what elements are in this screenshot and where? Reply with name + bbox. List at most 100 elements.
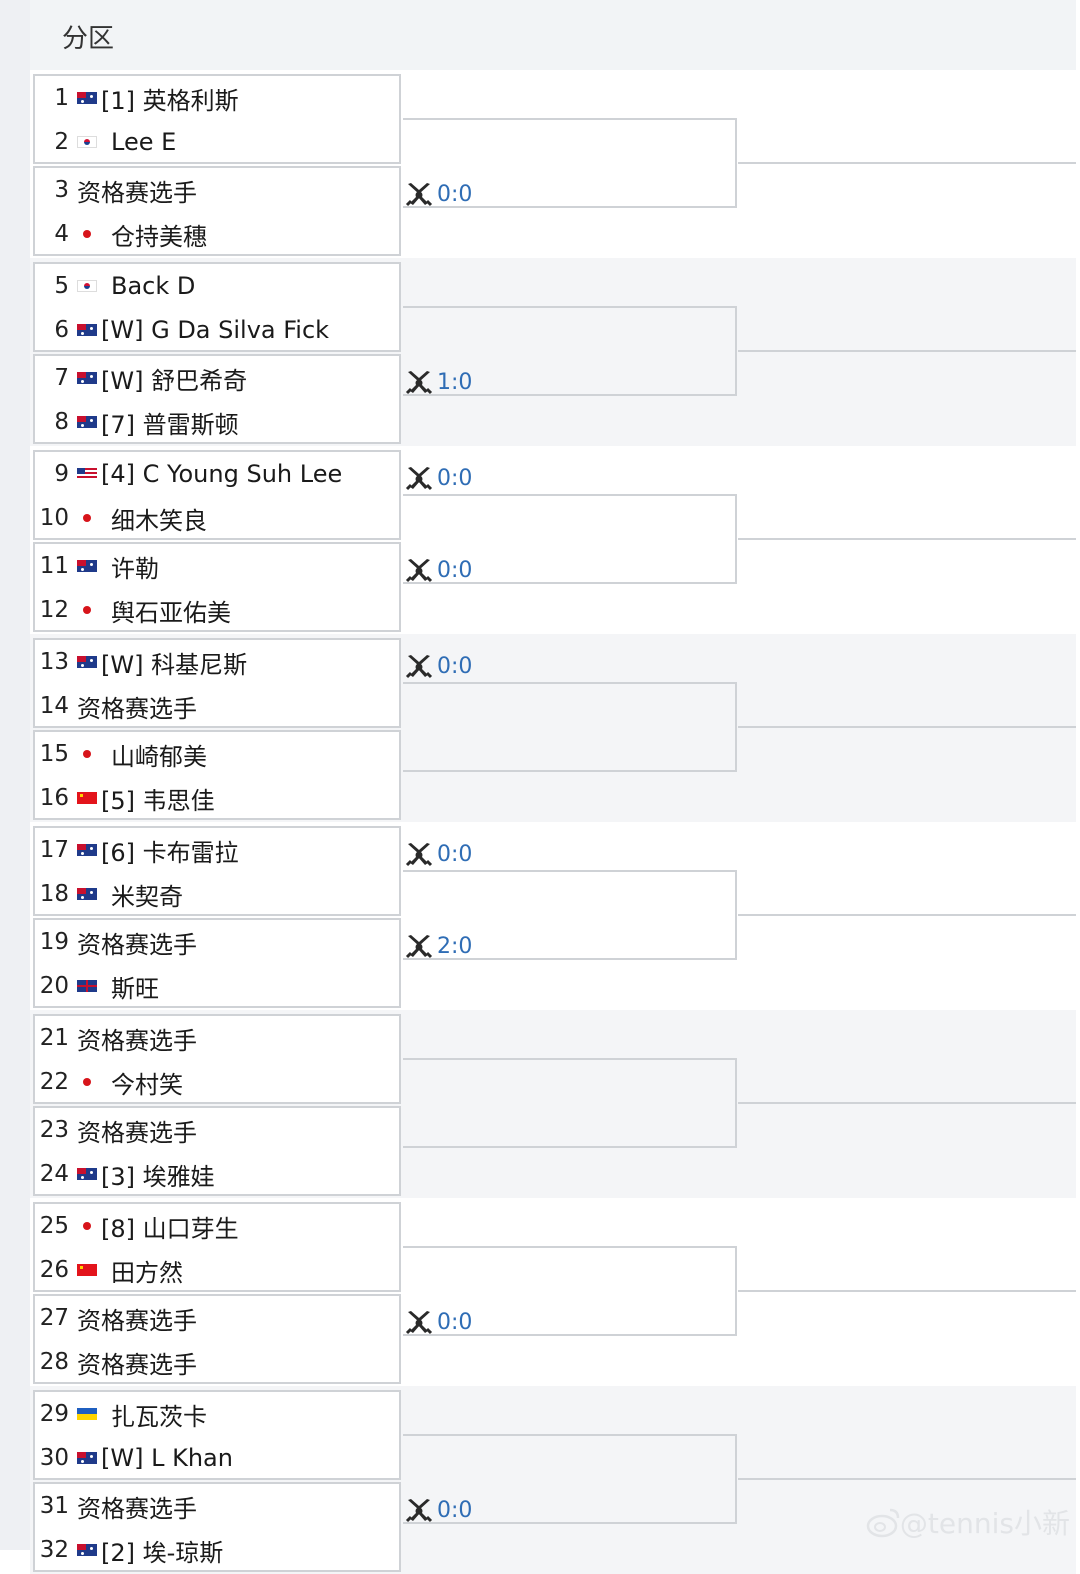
next-round-line (738, 162, 1076, 164)
swords-icon (405, 935, 433, 959)
player-name: 田方然 (111, 1258, 183, 1287)
swords-icon (405, 183, 433, 207)
player-row[interactable]: 13[W] 科基尼斯 (35, 640, 403, 684)
flag-icon (77, 656, 97, 668)
draw-position: 5 (54, 273, 69, 299)
draw-position: 19 (39, 929, 69, 955)
player-row[interactable]: 8[7] 普雷斯顿 (35, 400, 403, 444)
player-name: [2] 埃-琼斯 (101, 1538, 224, 1567)
flag-icon (77, 280, 97, 292)
draw-position: 18 (39, 881, 69, 907)
match-score[interactable]: 0:0 (405, 839, 472, 869)
next-round-line (738, 914, 1076, 916)
flag-icon (77, 844, 97, 856)
player-row[interactable]: 1[1] 英格利斯 (35, 76, 403, 120)
score-text: 0:0 (437, 557, 473, 583)
swords-icon (405, 467, 433, 491)
next-round-line (738, 726, 1076, 728)
flag-icon (77, 560, 97, 572)
match-score[interactable]: 0:0 (405, 1307, 472, 1337)
player-row[interactable]: 32[2] 埃-琼斯 (35, 1528, 403, 1572)
match-score[interactable]: 2:0 (405, 931, 472, 961)
draw-position: 4 (54, 221, 69, 247)
player-name: 舆石亚佑美 (111, 598, 231, 627)
player-row[interactable]: 17[6] 卡布雷拉 (35, 828, 403, 872)
score-text: 0:0 (437, 181, 473, 207)
player-row[interactable]: 16[5] 韦思佳 (35, 776, 403, 820)
page-title: 分区 (62, 24, 115, 54)
bracket-connector (403, 870, 737, 960)
flag-icon (77, 1168, 97, 1180)
player-row[interactable]: 30[W] L Khan (35, 1436, 403, 1480)
draw-position: 21 (39, 1025, 69, 1051)
swords-icon (405, 1499, 433, 1523)
flag-icon (77, 748, 97, 760)
player-row[interactable]: 25[8] 山口芽生 (35, 1204, 403, 1248)
player-name: [4] C Young Suh Lee (101, 460, 343, 488)
match-score[interactable]: 0:0 (405, 651, 472, 681)
swords-icon (405, 559, 433, 583)
draw-position: 25 (39, 1213, 69, 1239)
draw-position: 24 (39, 1161, 69, 1187)
match-score[interactable]: 0:0 (405, 463, 472, 493)
match-score[interactable]: 0:0 (405, 555, 472, 585)
match-score[interactable]: 1:0 (405, 367, 472, 397)
flag-icon (77, 468, 97, 480)
draw-position: 16 (39, 785, 69, 811)
player-row[interactable]: 9[4] C Young Suh Lee (35, 452, 403, 496)
draw-position: 2 (54, 129, 69, 155)
flag-icon (77, 92, 97, 104)
next-round-line (738, 350, 1076, 352)
flag-icon (77, 1544, 97, 1556)
player-name: [6] 卡布雷拉 (101, 838, 239, 867)
swords-icon (405, 843, 433, 867)
next-round-line (738, 1102, 1076, 1104)
match-score[interactable]: 0:0 (405, 179, 472, 209)
player-row[interactable]: 24[3] 埃雅娃 (35, 1152, 403, 1196)
player-name: 许勒 (111, 554, 159, 583)
next-round-line (738, 538, 1076, 540)
player-row[interactable]: 6[W] G Da Silva Fick (35, 308, 403, 352)
player-row[interactable]: 7[W] 舒巴希奇 (35, 356, 403, 400)
match-score[interactable]: 0:0 (405, 1495, 472, 1525)
score-text: 0:0 (437, 841, 473, 867)
